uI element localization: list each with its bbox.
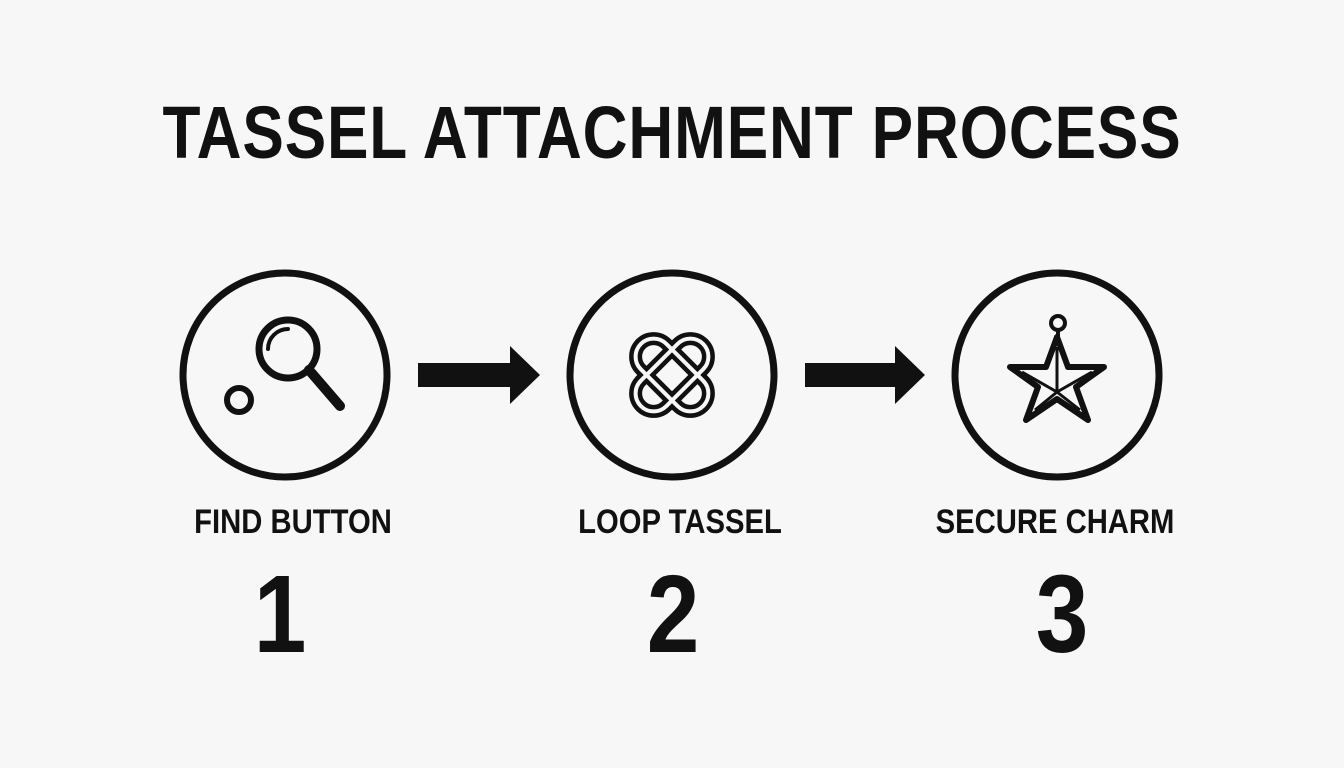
step-3-label: SECURE CHARM xyxy=(935,503,1175,541)
step-3-number: 3 xyxy=(1035,553,1089,676)
arrow-right-icon xyxy=(805,346,925,404)
step-2-circle xyxy=(566,269,778,481)
step-2-badge xyxy=(566,269,778,481)
step-1-number: 1 xyxy=(253,553,307,676)
step-1-circle xyxy=(179,269,391,481)
step-2-number: 2 xyxy=(646,553,700,676)
step-1-label: FIND BUTTON xyxy=(194,503,392,541)
step-2-label: LOOP TASSEL xyxy=(578,503,782,541)
step-3-badge xyxy=(951,269,1163,481)
interlocked-loops-icon xyxy=(629,332,715,418)
diagram-title: TASSEL ATTACHMENT PROCESS xyxy=(162,91,1182,174)
star-charm-icon xyxy=(1007,314,1107,423)
magnifying-glass-icon xyxy=(224,316,345,415)
step-3-circle xyxy=(951,269,1163,481)
arrow-right-icon xyxy=(418,346,540,404)
step-1-badge xyxy=(179,269,391,481)
